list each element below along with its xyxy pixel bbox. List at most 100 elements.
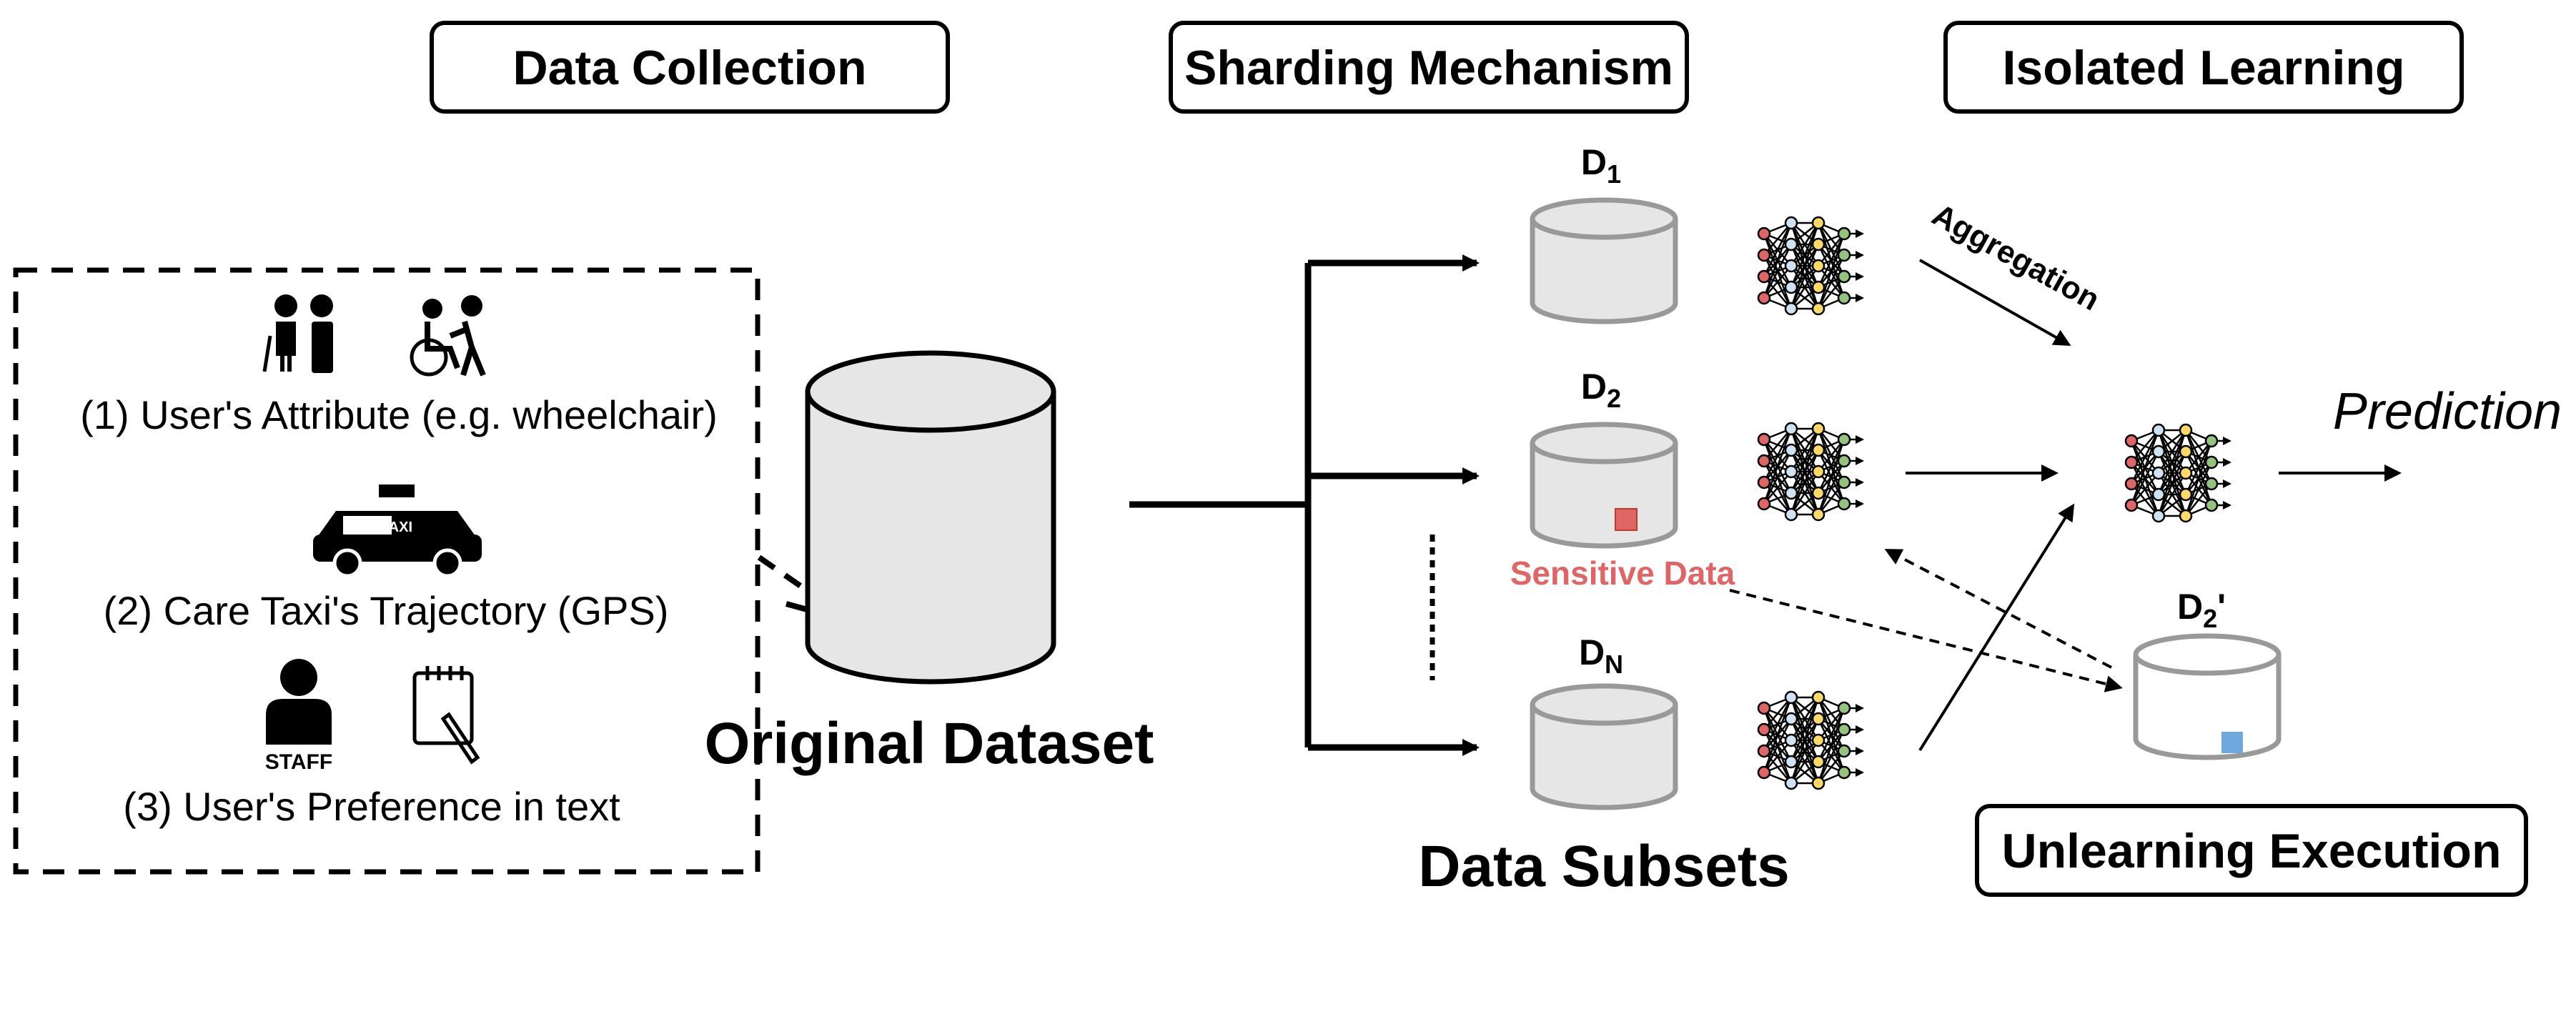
header-data-collection: Data Collection xyxy=(430,21,950,114)
nn-node xyxy=(1811,422,1826,436)
nn-node xyxy=(1811,216,1826,230)
nn-edge xyxy=(1763,222,1793,299)
unlearning-arrows xyxy=(1729,549,2123,692)
nn-node xyxy=(1784,507,1798,522)
nn-edge xyxy=(2130,429,2160,506)
nn-edge xyxy=(1763,697,1793,752)
nn-edge xyxy=(1818,233,1845,267)
aggregation-arrow-n xyxy=(1918,503,2075,752)
nn-node xyxy=(1784,443,1798,457)
nn-node xyxy=(1811,464,1826,479)
nn-node xyxy=(1811,302,1826,316)
taxi-sign-text: TAXI xyxy=(381,520,412,535)
nn-edge xyxy=(2130,429,2160,484)
data-collection-panel xyxy=(13,267,761,875)
nn-edge xyxy=(1818,750,1845,784)
nn-node xyxy=(2151,466,2166,480)
original-dataset-cylinder xyxy=(805,350,1056,685)
nn-edge xyxy=(1763,740,1792,773)
header-unlearning-execution: Unlearning Execution xyxy=(1975,804,2528,897)
nn-edge xyxy=(2157,429,2187,517)
nn-node xyxy=(2204,434,2219,448)
nn-node xyxy=(1757,227,1771,241)
nn-node xyxy=(1784,712,1798,726)
nn-edge xyxy=(1790,244,1820,309)
nn-node xyxy=(2151,444,2166,459)
unlearned-data-marker xyxy=(2221,732,2243,753)
nn-edge xyxy=(1817,460,1846,515)
nn-node xyxy=(1811,443,1826,457)
nn-edge xyxy=(1790,428,1820,515)
nn-node xyxy=(1784,280,1798,294)
nn-node xyxy=(1784,216,1798,230)
header-isolated-learning: Isolated Learning xyxy=(1943,21,2464,114)
nn-edge xyxy=(1817,439,1846,494)
nn-edge xyxy=(1763,222,1792,256)
nn-edge xyxy=(1790,222,1820,309)
nn-node xyxy=(1837,497,1851,511)
collection-item-3: (3) User's Preference in text xyxy=(123,784,620,829)
nn-edge xyxy=(2185,483,2212,517)
nn-edge xyxy=(1763,428,1793,483)
shard-d2-prime-label: D2' xyxy=(2177,587,2226,633)
wheelchair-icon xyxy=(410,295,486,377)
nn-node xyxy=(1757,497,1771,511)
nn-edge xyxy=(1817,729,1846,784)
nn-node xyxy=(1837,432,1851,447)
shard-d1-label: D1 xyxy=(1581,142,1621,189)
nn-node xyxy=(1837,454,1851,468)
nn-edge xyxy=(1790,222,1820,267)
nn-node xyxy=(1837,291,1851,305)
taxi-icon: TAXI xyxy=(313,484,482,578)
nn-node xyxy=(1757,722,1771,737)
nn-node xyxy=(2151,487,2166,502)
nn-node xyxy=(1784,237,1798,252)
nn-edge xyxy=(1763,265,1792,299)
nn-node xyxy=(1757,291,1771,305)
nn-node xyxy=(1784,755,1798,769)
nn-node xyxy=(1811,733,1826,747)
nn-node xyxy=(2179,487,2193,502)
nn-node xyxy=(1837,475,1851,489)
nn-edge xyxy=(2157,472,2187,517)
nn-edge xyxy=(1763,428,1792,462)
nn-node xyxy=(2179,509,2193,523)
nn-edge xyxy=(1790,449,1820,515)
nn-edge xyxy=(1763,244,1793,299)
sensitive-data-label: Sensitive Data xyxy=(1510,555,1735,592)
nn-node xyxy=(2204,455,2219,469)
notepad-pencil-icon xyxy=(412,666,480,765)
nn-node xyxy=(1757,701,1771,715)
nn-edge xyxy=(1818,439,1845,472)
aggregation-label: Aggregation xyxy=(1926,197,2105,317)
nn-edge xyxy=(2131,429,2159,463)
nn-node xyxy=(1837,765,1851,780)
nn-edge xyxy=(2131,472,2159,506)
nn-node xyxy=(1837,227,1851,241)
nn-edge xyxy=(1763,449,1793,504)
staff-icon: STAFF xyxy=(265,659,332,774)
nn-node xyxy=(1757,454,1771,468)
shard-d2-label: D2 xyxy=(1581,367,1621,413)
nn-node xyxy=(2204,477,2219,491)
neural-network-aggregated xyxy=(2124,423,2231,523)
nn-edge xyxy=(1818,482,1845,515)
nn-edge xyxy=(1817,707,1846,762)
header-unlearning-execution-label: Unlearning Execution xyxy=(2002,824,2502,878)
nn-edge xyxy=(1790,428,1820,472)
nn-edge xyxy=(1763,222,1793,277)
nn-edge xyxy=(1818,707,1845,741)
shard-d1-cylinder xyxy=(1530,197,1678,324)
nn-node xyxy=(1757,744,1771,758)
nn-node xyxy=(1757,475,1771,489)
neural-network-1 xyxy=(1757,216,1864,316)
header-sharding-mechanism: Sharding Mechanism xyxy=(1169,21,1689,114)
nn-edge xyxy=(1817,233,1846,309)
nn-node xyxy=(2124,477,2139,491)
nn-edge xyxy=(1790,222,1820,288)
shard-d2-prime-cylinder xyxy=(2133,633,2282,760)
nn-node xyxy=(2179,444,2193,459)
nn-node xyxy=(2124,498,2139,512)
neural-network-n xyxy=(1757,690,1864,790)
nn-edge xyxy=(1763,697,1792,730)
